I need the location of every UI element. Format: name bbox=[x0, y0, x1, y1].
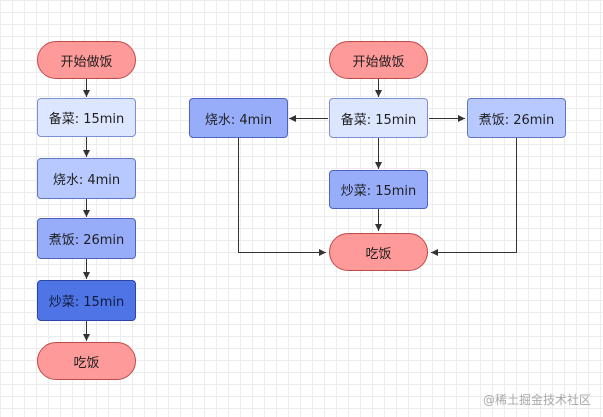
right-stir-fry-node: 炒菜: 15min bbox=[329, 170, 428, 209]
right-start-node: 开始做饭 bbox=[329, 41, 428, 79]
left-stir-fry-node: 炒菜: 15min bbox=[37, 280, 136, 321]
left-prep-node: 备菜: 15min bbox=[37, 98, 136, 137]
right-cook-rice-node: 煮饭: 26min bbox=[467, 98, 566, 138]
left-start-node: 开始做饭 bbox=[37, 41, 136, 79]
edge-right-boil-to-eat bbox=[238, 138, 326, 256]
left-boil-water-node: 烧水: 4min bbox=[37, 158, 136, 199]
right-prep-node: 备菜: 15min bbox=[329, 98, 428, 138]
watermark: @稀土掘金技术社区 bbox=[482, 393, 591, 407]
right-eat-node: 吃饭 bbox=[329, 233, 428, 271]
left-eat-node: 吃饭 bbox=[37, 342, 136, 380]
edge-right-cook-to-eat bbox=[431, 138, 517, 256]
right-boil-water-node: 烧水: 4min bbox=[189, 98, 288, 138]
left-cook-rice-node: 煮饭: 26min bbox=[37, 218, 136, 259]
